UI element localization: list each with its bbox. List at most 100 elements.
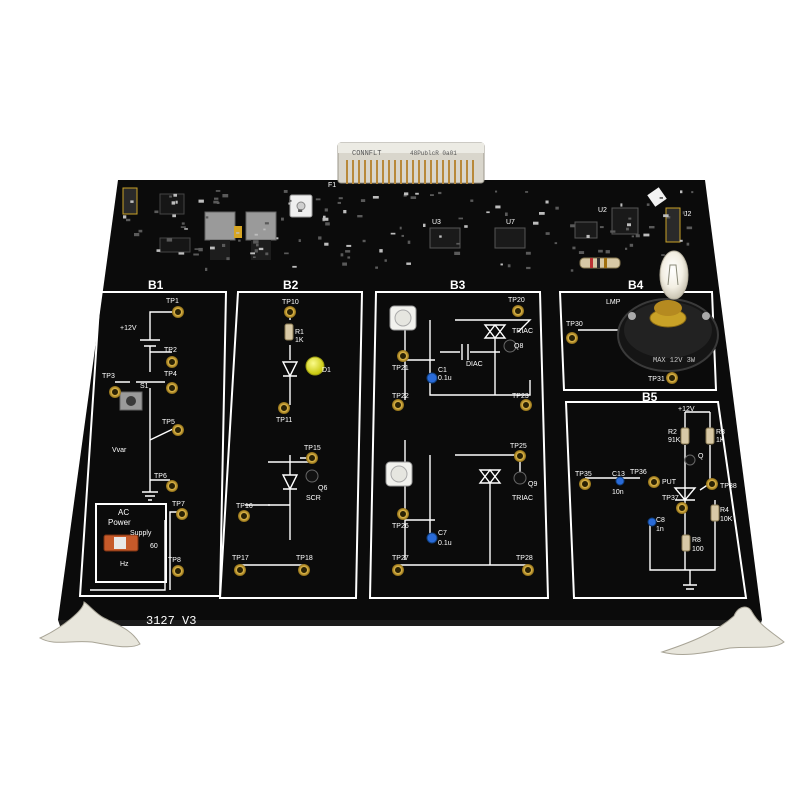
lbl-c7-value: 0.1u (438, 540, 452, 547)
smd-components (123, 190, 694, 272)
tp-pad[interactable] (676, 502, 688, 514)
smd-part (379, 249, 383, 253)
frame-b2 (218, 291, 364, 599)
smd-part (646, 203, 650, 206)
frame-b4 (558, 291, 718, 391)
smd-part (439, 235, 442, 238)
tp-pad[interactable] (522, 564, 534, 576)
lamp-rating: MAX 12V 3W (653, 357, 696, 365)
led-d1 (305, 356, 325, 376)
left-ejector-latch[interactable] (38, 601, 141, 648)
tp-pad[interactable] (278, 402, 290, 414)
smd-part (486, 211, 490, 214)
smd-part (525, 191, 529, 193)
lbl-r8-value: 100 (692, 546, 704, 553)
smd-part (598, 249, 603, 253)
smd-part (315, 198, 321, 201)
tp-pad[interactable] (166, 480, 178, 492)
smd-part (680, 190, 683, 194)
smd-part (175, 200, 178, 204)
tp-pad[interactable] (306, 452, 318, 464)
smd-part (156, 249, 161, 252)
tp-pad[interactable] (166, 382, 178, 394)
smd-part (525, 251, 531, 255)
lbl-q6: Q6 (318, 485, 327, 492)
cap-c1 (426, 372, 438, 384)
smd-part (250, 252, 255, 255)
tp-pad[interactable] (172, 565, 184, 577)
smd-part (500, 263, 503, 266)
tp-pad[interactable] (392, 399, 404, 411)
connector-pin (472, 160, 474, 184)
smd-part (570, 224, 575, 228)
tp-pad[interactable] (176, 508, 188, 520)
tp-pad[interactable] (238, 510, 250, 522)
pcb-board-edge (58, 620, 762, 626)
tp-pad[interactable] (579, 478, 591, 490)
tp-pad[interactable] (172, 424, 184, 436)
lbl-ac-power: Power (108, 518, 131, 527)
tp-pad[interactable] (392, 564, 404, 576)
tp-pad[interactable] (512, 305, 524, 317)
chip-f1-label: F1 (328, 182, 336, 189)
lbl-tp18: TP18 (296, 555, 313, 562)
connector-pin (376, 160, 378, 184)
smd-part (649, 226, 655, 229)
smd-part (254, 249, 258, 253)
tp-pad[interactable] (284, 306, 296, 318)
tp-pad[interactable] (648, 476, 660, 488)
lbl-r4-value: 10K (720, 516, 733, 523)
lbl-tp28: TP28 (516, 555, 533, 562)
cap-c13 (615, 476, 625, 486)
smd-part (253, 256, 256, 258)
tp-pad[interactable] (666, 372, 678, 384)
smd-part (666, 216, 671, 219)
smd-part (284, 252, 289, 255)
tp-pad[interactable] (109, 386, 121, 398)
tp-pad[interactable] (298, 564, 310, 576)
smd-part (322, 217, 329, 221)
resistor-r2 (680, 427, 690, 445)
tp-pad[interactable] (706, 478, 718, 490)
smd-part (390, 232, 396, 235)
smd-part (629, 243, 634, 247)
connector-pin (412, 160, 414, 184)
lbl-q9: Q9 (528, 481, 537, 488)
tp-pad[interactable] (514, 450, 526, 462)
chip-u7 (494, 227, 526, 249)
tp-pad[interactable] (397, 508, 409, 520)
tp-pad[interactable] (397, 350, 409, 362)
lbl-tp2: TP2 (164, 347, 177, 354)
smd-part (222, 194, 229, 198)
edge-connector: CONNFLT 48PublcR 0a01 (337, 142, 485, 184)
connector-pins (346, 160, 474, 184)
tp-pad[interactable] (566, 332, 578, 344)
smd-part (586, 234, 590, 238)
smd-part (123, 215, 127, 219)
smd-part (205, 267, 208, 271)
top-components: U3 U7 U2 J2 F1 (122, 182, 694, 272)
smd-part (610, 230, 616, 233)
smd-part (620, 203, 623, 207)
lbl-r4: R4 (720, 507, 729, 514)
smd-part (283, 190, 288, 193)
tp-pad[interactable] (172, 306, 184, 318)
smd-part (545, 232, 550, 235)
components (103, 323, 720, 552)
tp-pad[interactable] (234, 564, 246, 576)
right-ejector-latch[interactable] (660, 606, 785, 656)
tp-pad[interactable] (520, 399, 532, 411)
smd-part (404, 192, 409, 196)
smd-part (415, 192, 419, 195)
connector-pin (418, 160, 420, 184)
smd-part (184, 228, 188, 230)
connector-pin (358, 160, 360, 184)
smd-part (401, 234, 404, 237)
smd-part (198, 199, 204, 203)
block-b1-title: B1 (148, 278, 164, 292)
smd-part (505, 212, 508, 216)
smd-part (289, 199, 292, 202)
smd-part (215, 190, 221, 192)
tp-pad[interactable] (166, 356, 178, 368)
